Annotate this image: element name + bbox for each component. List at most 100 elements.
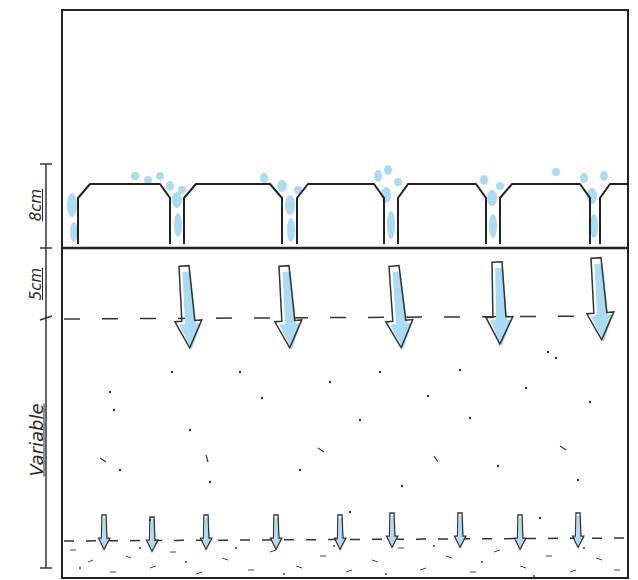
speckle xyxy=(150,566,156,568)
water-drop xyxy=(70,222,78,242)
dot xyxy=(589,401,591,403)
dot xyxy=(359,419,361,421)
dot xyxy=(379,371,381,373)
layer-boundary xyxy=(64,316,628,319)
water-drop xyxy=(374,170,382,182)
water-drop xyxy=(600,171,608,181)
dot xyxy=(329,381,331,383)
small-arrow xyxy=(515,515,526,550)
dot xyxy=(459,369,461,371)
small-arrow xyxy=(147,517,158,552)
aggregate-dots xyxy=(109,351,591,521)
water-drop xyxy=(384,165,392,175)
small-arrow xyxy=(335,515,346,550)
speckle xyxy=(494,550,500,552)
water-drop xyxy=(387,211,395,239)
water-drop xyxy=(144,176,152,184)
speckle xyxy=(346,570,352,572)
dimension-label: 5cm xyxy=(27,268,45,300)
dot xyxy=(555,357,557,359)
dot xyxy=(235,547,237,549)
dot xyxy=(481,561,483,563)
dot xyxy=(189,429,191,431)
mark xyxy=(100,458,106,462)
water-drops xyxy=(67,165,608,242)
dimension-tick xyxy=(40,316,52,320)
dot xyxy=(119,469,121,471)
dimension-tick xyxy=(40,567,52,569)
dot xyxy=(209,481,211,483)
water-drop xyxy=(156,172,164,180)
paver-block xyxy=(398,184,486,244)
arrow-outline xyxy=(455,513,466,547)
water-drop xyxy=(394,178,402,186)
arrow-outline xyxy=(99,515,110,549)
water-drop xyxy=(489,214,497,238)
pavers xyxy=(78,184,628,244)
dot xyxy=(239,371,241,373)
dimension-label: Variable xyxy=(26,403,47,476)
mark xyxy=(560,446,566,450)
dimension-tick xyxy=(40,247,52,249)
dot xyxy=(171,371,173,373)
speckle xyxy=(126,556,131,558)
water-drop xyxy=(496,182,504,190)
water-drop xyxy=(277,180,287,192)
infiltration-arrows xyxy=(171,257,616,351)
dot xyxy=(299,469,301,471)
small-arrow xyxy=(455,513,466,548)
dot xyxy=(333,545,335,547)
bedding-top-line xyxy=(62,247,628,250)
flow-arrow xyxy=(381,265,415,351)
dot xyxy=(79,567,81,569)
dot xyxy=(497,465,499,467)
dot xyxy=(109,391,111,393)
speckle xyxy=(570,570,576,572)
small-arrow xyxy=(201,515,212,550)
dimension-label: 8cm xyxy=(27,189,45,221)
arrow-outline xyxy=(387,513,398,547)
arrow-outline xyxy=(573,513,584,547)
small-arrow xyxy=(387,513,398,548)
speckle xyxy=(320,556,326,557)
water-drop xyxy=(178,186,186,194)
paver-block xyxy=(600,184,628,244)
dot xyxy=(139,547,141,549)
speckle xyxy=(372,560,378,562)
speckle xyxy=(222,558,228,560)
dimension-axis xyxy=(45,164,47,568)
water-drop xyxy=(287,218,295,242)
small-arrow xyxy=(573,513,584,548)
arrow-outline xyxy=(271,515,282,549)
aggregate-marks xyxy=(100,446,566,462)
speckle xyxy=(596,558,602,560)
flow-arrow xyxy=(271,265,304,351)
water-drop xyxy=(590,214,598,238)
water-drop xyxy=(480,175,488,185)
speckle xyxy=(398,548,404,549)
arrow-outline xyxy=(515,515,526,549)
speckle xyxy=(446,556,452,558)
paver-block xyxy=(184,184,282,244)
dot xyxy=(469,417,471,419)
arrow-outline xyxy=(147,517,158,551)
flow-arrow xyxy=(583,257,616,343)
water-drop xyxy=(260,173,268,183)
paver-block xyxy=(297,184,384,244)
water-drop xyxy=(487,190,497,206)
dot xyxy=(349,511,351,513)
speckle xyxy=(546,556,552,557)
speckle xyxy=(248,570,254,571)
arrow-outline xyxy=(484,262,514,345)
speckle xyxy=(88,560,93,562)
dot xyxy=(113,409,115,411)
speckle xyxy=(470,572,476,573)
speckle xyxy=(296,566,302,568)
small-arrow xyxy=(99,515,110,550)
water-drop xyxy=(552,168,560,176)
water-drop xyxy=(580,173,588,183)
speckle xyxy=(520,566,526,568)
speckle xyxy=(70,550,76,551)
